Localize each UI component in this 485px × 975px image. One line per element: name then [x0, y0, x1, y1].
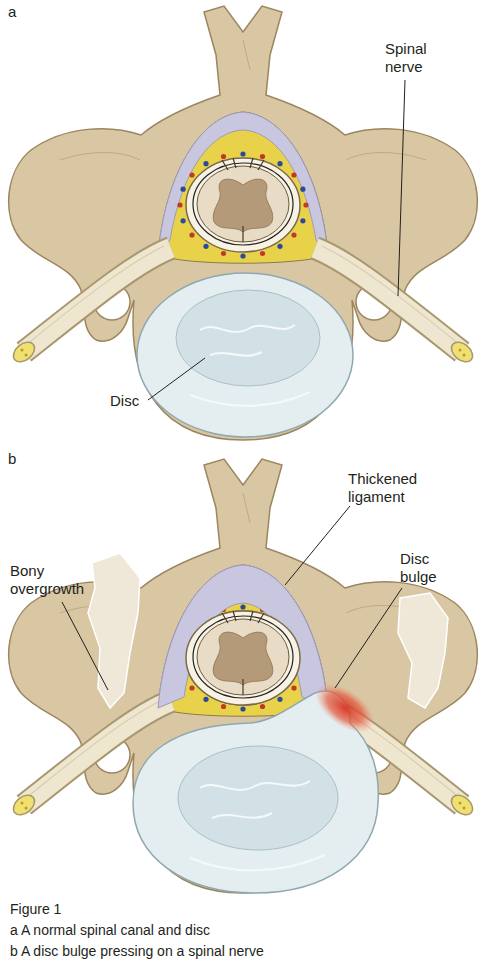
part-label: Disc: [110, 392, 160, 410]
nerve-compression: [307, 674, 383, 742]
part-label: Thickened ligament: [348, 470, 438, 506]
caption-line: a A normal spinal canal and disc: [10, 921, 470, 939]
bony-overgrowth: [398, 593, 448, 708]
panel-b-vertebra: [9, 459, 478, 893]
part-label: Spinal nerve: [385, 40, 445, 76]
disc-nucleus: [178, 746, 338, 850]
panel-letter: a: [8, 3, 38, 21]
figure-caption: Figure 1: [10, 900, 470, 918]
panel-letter: b: [8, 450, 38, 468]
caption-line: b A disc bulge pressing on a spinal nerv…: [10, 942, 470, 960]
part-label: Bony overgrowth: [10, 562, 100, 598]
leader-lines: [62, 80, 405, 690]
panel-a-vertebra: [9, 6, 478, 440]
bony-overgrowth: [88, 553, 140, 708]
thickened-ligament: [158, 565, 328, 708]
part-label: Disc bulge: [400, 550, 450, 586]
disc-texture: [190, 781, 325, 870]
